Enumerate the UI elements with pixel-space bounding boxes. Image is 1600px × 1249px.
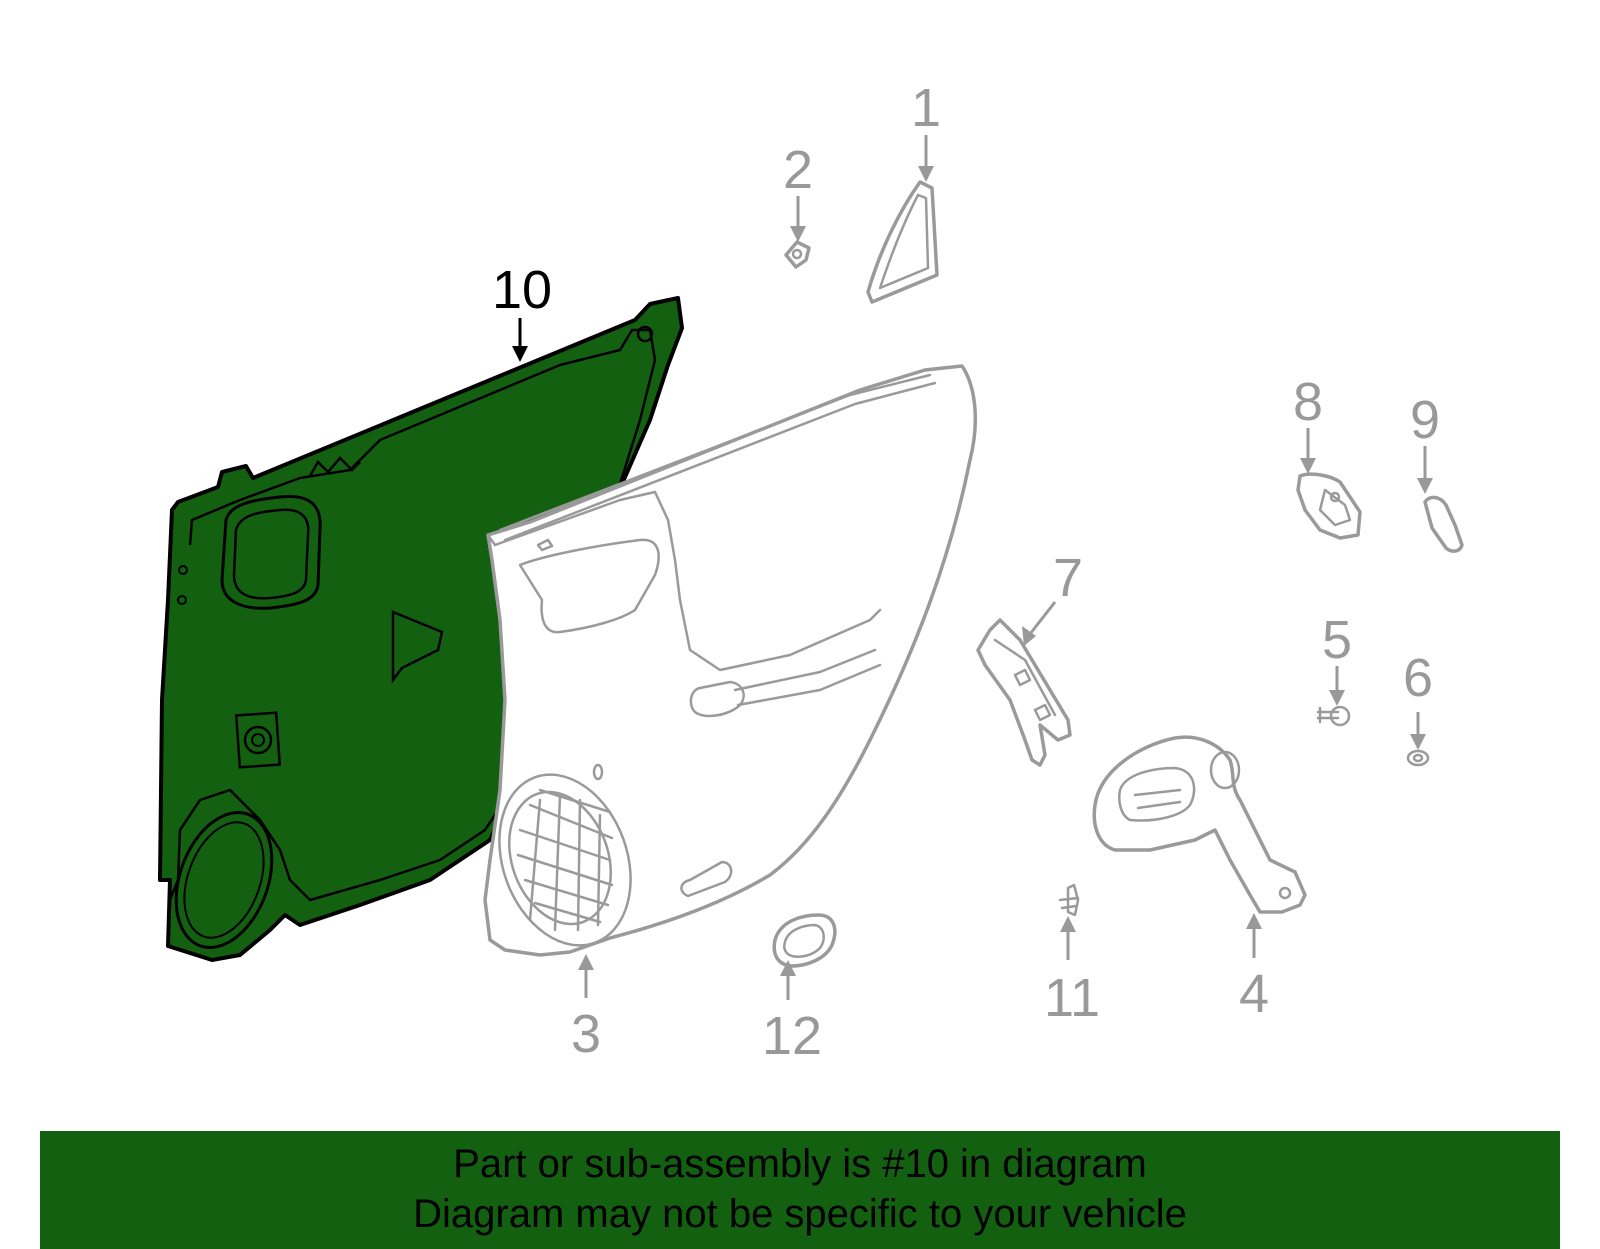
arrow-3 — [578, 954, 594, 998]
part-10-door-trim-panel[interactable] — [158, 296, 684, 962]
arrow-10 — [512, 318, 528, 362]
arrow-1 — [918, 135, 934, 182]
part-11-push-pin[interactable] — [1058, 883, 1080, 917]
callout-arrows — [512, 135, 1433, 1000]
part-7-bracket[interactable] — [976, 618, 1072, 767]
part-9-cover[interactable] — [1423, 495, 1464, 553]
info-banner: Part or sub-assembly is #10 in diagram D… — [40, 1131, 1560, 1249]
callout-9: 9 — [1410, 390, 1440, 450]
part-5-screw[interactable] — [1316, 705, 1351, 727]
part-12-handle-cup[interactable] — [772, 913, 837, 968]
callout-7: 7 — [1053, 548, 1083, 608]
callout-3: 3 — [571, 1004, 601, 1064]
callout-2: 2 — [783, 140, 813, 200]
part-3-door-trim-panel[interactable] — [477, 364, 977, 964]
callout-11: 11 — [1044, 968, 1100, 1028]
part-2-clip[interactable] — [784, 240, 811, 269]
arrow-9 — [1417, 446, 1433, 494]
banner-line-2: Diagram may not be specific to your vehi… — [413, 1192, 1187, 1236]
arrow-2 — [790, 196, 806, 242]
part-6-nut[interactable] — [1406, 749, 1430, 767]
callout-1: 1 — [911, 78, 941, 138]
callout-labels: 1 2 3 4 5 6 7 8 9 10 11 12 — [492, 78, 1440, 1066]
arrow-4 — [1246, 913, 1262, 958]
callout-5: 5 — [1322, 610, 1352, 670]
callout-12: 12 — [762, 1006, 822, 1066]
banner-line-1: Part or sub-assembly is #10 in diagram — [453, 1142, 1147, 1186]
callout-6: 6 — [1403, 648, 1433, 708]
part-1-trim-piece[interactable] — [866, 180, 939, 304]
callout-10: 10 — [492, 260, 552, 320]
arrow-11 — [1060, 916, 1076, 960]
arrow-12 — [780, 960, 796, 1000]
arrow-7 — [1022, 601, 1057, 646]
part-4-handle-bezel[interactable] — [1092, 735, 1307, 914]
callout-4: 4 — [1239, 964, 1269, 1024]
callout-8: 8 — [1293, 372, 1323, 432]
arrow-5 — [1329, 666, 1345, 706]
arrow-8 — [1300, 428, 1316, 474]
part-8-switch-housing[interactable] — [1296, 472, 1362, 540]
arrow-6 — [1410, 712, 1426, 750]
